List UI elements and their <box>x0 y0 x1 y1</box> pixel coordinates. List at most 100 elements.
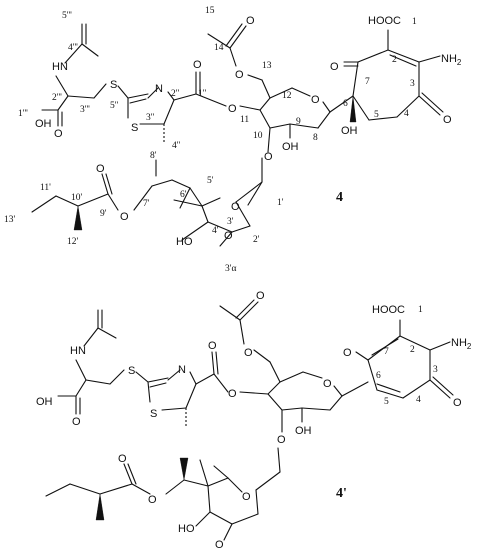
n-acetylcysteine-bottom <box>57 309 125 415</box>
acetoxy-c13 <box>207 23 247 67</box>
hydroxyl-b-c9: OH <box>295 425 312 437</box>
thiazoline-ring-top <box>117 71 227 143</box>
sulfur-ring-b: S <box>150 408 157 420</box>
structure-4prime: HOOC 1 2 3 4 5 6 7 NH2 O O O OH O <box>36 290 472 550</box>
locant-c1: 1 <box>412 17 417 27</box>
locant-b-c4: 4 <box>416 395 421 405</box>
hydroxyl-acid: OH <box>35 118 52 130</box>
locant-c13: 13 <box>262 61 272 71</box>
locant-c5pp: 5'' <box>110 101 118 111</box>
locant-c7: 7 <box>365 77 370 87</box>
hydroxyl-c9: OH <box>282 141 299 153</box>
glucose-ring-top <box>239 74 354 153</box>
oxygen-c9p: O <box>96 163 105 175</box>
locant-c4: 4 <box>404 109 409 119</box>
locant-c3ppp: 3''' <box>80 105 90 115</box>
locant-c8: 8 <box>313 133 318 143</box>
locant-b-c3: 3 <box>433 365 438 375</box>
locant-c6: 6 <box>343 99 348 109</box>
nitrogen-thiazoline: N <box>155 83 163 95</box>
acetoxy-b-c13 <box>219 299 259 345</box>
cooh-label-b: HOOC <box>372 304 405 316</box>
locant-c6p: 6' <box>180 190 187 200</box>
oxygen-b-c10: O <box>277 434 286 446</box>
locant-c1p: 1' <box>277 198 284 208</box>
oxygen-c7p: O <box>120 211 129 223</box>
quinone-ring-top <box>343 29 444 123</box>
deoxysugar-ring-bottom <box>183 447 281 541</box>
ring-oxygen-glucose-b: O <box>323 378 332 390</box>
locant-c12: 12 <box>282 91 292 101</box>
hydroxyl-c6: OH <box>341 125 358 137</box>
locant-c13p: 13' <box>4 215 16 225</box>
oxygen-c1pp: O <box>193 59 202 71</box>
locant-c14: 14 <box>214 43 224 53</box>
oxygen-c13: O <box>235 69 244 81</box>
locant-c2ppp: 2''' <box>52 93 62 103</box>
locant-c8p: 8' <box>150 151 157 161</box>
locant-c3pp: 3'' <box>146 113 154 123</box>
oxygen-b-c13: O <box>244 347 253 359</box>
ring-oxygen-sugar-b: O <box>242 491 251 503</box>
oxygen-b-c4: O <box>453 397 462 409</box>
locant-c12p: 12' <box>67 237 79 247</box>
amide-nh-b: HN <box>70 345 86 357</box>
oxygen-c4: O <box>443 114 452 126</box>
locant-c7p: 7' <box>143 199 150 209</box>
locant-c2: 2 <box>392 55 397 65</box>
oxygen-c14: O <box>246 15 255 27</box>
hydroxyl-b-c4p: HO <box>178 523 195 535</box>
locant-b-c5: 5 <box>384 397 389 407</box>
locant-c3: 3 <box>410 79 415 89</box>
locant-c5p: 5' <box>207 176 214 186</box>
nitrogen-thiazoline-b: N <box>178 364 186 376</box>
locant-c2pp: 2'' <box>171 89 179 99</box>
glucose-ring-bottom <box>239 349 369 433</box>
methylbutanoyl-ester-top <box>31 159 157 231</box>
locant-c11p: 11' <box>40 183 51 193</box>
locant-c4ppp: 4''' <box>68 43 78 53</box>
locant-c10: 10 <box>253 131 263 141</box>
quinone-ring-bottom <box>355 319 454 399</box>
structure-4: HOOC 1 2 3 NH2 O 7 O 4 5 6 OH <box>4 6 462 274</box>
sulfur-linker-b: S <box>128 365 135 377</box>
amide-nh: HN <box>52 61 68 73</box>
ring-oxygen-glucose: O <box>311 94 320 106</box>
oxygen-b-c1pp: O <box>208 340 217 352</box>
sulfur-ring: S <box>131 122 138 134</box>
compound-label-4prime: 4' <box>336 486 347 501</box>
methylbutanoyl-ester-bottom <box>45 457 189 521</box>
locant-b-c2: 2 <box>410 345 415 355</box>
locant-c4pp: 4'' <box>172 141 180 151</box>
hydroxyl-c4p: HO <box>176 236 193 248</box>
hydroxyl-acid-b: OH <box>36 396 53 408</box>
locant-b-c7: 7 <box>384 347 389 357</box>
n-acetylcysteine-top <box>41 23 107 127</box>
oxygen-c7: O <box>330 61 339 73</box>
ring-oxygen-sugar: O <box>231 201 240 213</box>
oxygen-b-c3p: O <box>215 539 224 550</box>
locant-c11: 11 <box>240 115 249 125</box>
locant-c5: 5 <box>374 110 379 120</box>
sulfur-linker: S <box>110 79 117 91</box>
thiazoline-ring-bottom <box>135 351 229 428</box>
locant-c10p: 10' <box>71 193 83 203</box>
oxygen-b-c7: O <box>343 347 352 359</box>
compound-label-4: 4 <box>336 190 343 205</box>
cooh-label: HOOC <box>368 15 401 27</box>
locant-c5ppp: 5''' <box>62 11 72 21</box>
locant-c15: 15 <box>205 6 215 16</box>
oxygen-b-c9p: O <box>118 453 127 465</box>
locant-c9: 9 <box>296 117 301 127</box>
amine-label-b: NH2 <box>451 337 472 351</box>
locant-c4p: 4' <box>212 226 219 236</box>
locant-c1ppp: 1''' <box>18 109 28 119</box>
oxygen-acid-b: O <box>72 416 81 428</box>
oxygen-b-c14: O <box>256 290 265 302</box>
oxygen-c11: O <box>228 103 237 115</box>
locant-c2p: 2' <box>253 235 260 245</box>
locant-b-c6: 6 <box>376 371 381 381</box>
oxygen-b-c7p: O <box>148 494 157 506</box>
deoxysugar-ring-top <box>151 157 263 247</box>
